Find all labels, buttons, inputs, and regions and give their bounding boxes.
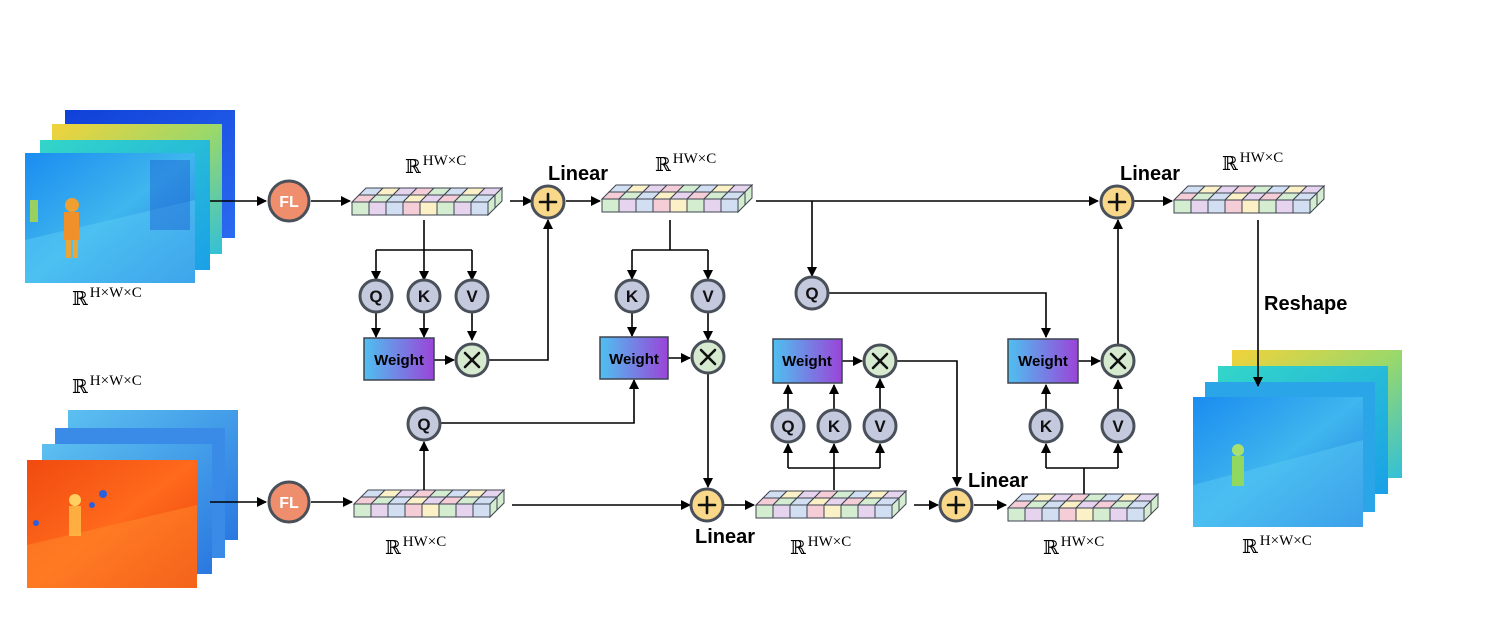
weight-label: Weight (782, 353, 832, 370)
multiply-icon (1109, 352, 1127, 370)
real-symbol: ℝ (790, 538, 806, 559)
real-symbol: ℝ (405, 157, 421, 178)
multiply-node-3 (862, 343, 898, 379)
dim-superscript: H×W×C (90, 373, 142, 389)
real-symbol: ℝ (655, 155, 671, 176)
v-node-2: V (690, 278, 726, 314)
multiply-icon (699, 348, 717, 366)
token-block-e (1006, 492, 1160, 523)
weight-box-4: Weight (1007, 338, 1079, 384)
real-symbol: ℝ (72, 377, 88, 398)
k-node-4: K (1028, 408, 1064, 444)
token-block-b (600, 183, 754, 214)
plus-icon (946, 495, 966, 515)
v-node-3: V (862, 408, 898, 444)
fl-label: FL (279, 495, 299, 512)
add-node-2 (689, 487, 725, 523)
v-label: V (1112, 417, 1124, 436)
token-block-c (352, 488, 506, 519)
dim-superscript: HW×C (1061, 534, 1104, 550)
dim-superscript: H×W×C (1260, 533, 1312, 549)
add-node-4 (1099, 184, 1135, 220)
fl-node-bottom: FL (267, 480, 311, 524)
output-image-stack (1193, 350, 1402, 527)
reshape-label: Reshape (1264, 293, 1347, 315)
token-block-f (1172, 184, 1326, 215)
linear-label-4: Linear (1120, 163, 1180, 185)
weight-box-1: Weight (363, 337, 435, 381)
plus-icon (538, 192, 558, 212)
real-symbol: ℝ (1222, 154, 1238, 175)
real-symbol: ℝ (72, 289, 88, 310)
dim-superscript: HW×C (808, 534, 851, 550)
multiply-icon (871, 352, 889, 370)
k-node-1: K (406, 278, 442, 314)
q-label: Q (805, 284, 818, 303)
connections (210, 196, 1263, 510)
weight-label: Weight (609, 351, 659, 368)
linear-label-1: Linear (548, 163, 608, 185)
fl-label: FL (279, 194, 299, 211)
v-node-1: V (454, 278, 490, 314)
q-node-1: Q (358, 278, 394, 314)
q-node-3: Q (770, 408, 806, 444)
v-label: V (702, 287, 714, 306)
real-symbol: ℝ (1043, 538, 1059, 559)
plus-icon (1107, 192, 1127, 212)
q-label: Q (781, 417, 794, 436)
weight-label: Weight (374, 352, 424, 369)
q-node-4: Q (794, 275, 830, 311)
dim-superscript: HW×C (423, 153, 466, 169)
fl-node-top: FL (267, 179, 311, 223)
dim-superscript: HW×C (403, 534, 446, 550)
weight-label: Weight (1018, 353, 1068, 370)
linear-label-3: Linear (968, 470, 1028, 492)
q-label: Q (369, 287, 382, 306)
weight-box-3: Weight (772, 338, 843, 384)
dim-superscript: HW×C (1240, 150, 1283, 166)
v-node-4: V (1100, 408, 1136, 444)
dim-superscript: H×W×C (90, 285, 142, 301)
k-label: K (418, 287, 431, 306)
k-node-2: K (614, 278, 650, 314)
weight-box-2: Weight (599, 336, 669, 380)
plus-icon (697, 495, 717, 515)
k-label: K (1040, 417, 1053, 436)
add-node-1 (530, 184, 566, 220)
input-image-stack-top (25, 110, 235, 283)
k-label: K (626, 287, 639, 306)
q-node-2: Q (406, 406, 442, 442)
add-node-3 (938, 487, 974, 523)
token-block-d (754, 489, 908, 520)
q-label: Q (417, 415, 430, 434)
v-label: V (874, 417, 886, 436)
multiply-node-4 (1100, 343, 1136, 379)
k-node-3: K (816, 408, 852, 444)
multiply-node-2 (690, 339, 726, 375)
real-symbol: ℝ (385, 538, 401, 559)
multiply-node-1 (454, 342, 490, 378)
input-image-stack-bottom (27, 410, 238, 588)
v-label: V (466, 287, 478, 306)
dim-superscript: HW×C (673, 151, 716, 167)
real-symbol: ℝ (1242, 537, 1258, 558)
k-label: K (828, 417, 841, 436)
multiply-icon (463, 351, 481, 369)
linear-label-2: Linear (695, 526, 755, 548)
token-block-a (350, 186, 504, 217)
